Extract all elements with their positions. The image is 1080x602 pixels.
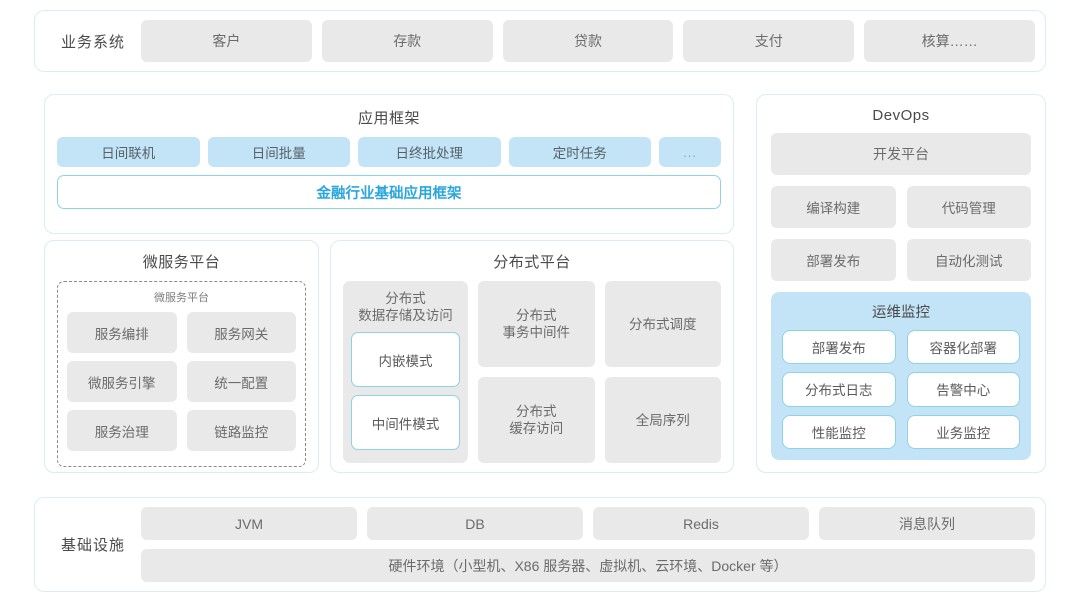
business-systems-chip-list: 客户 存款 贷款 支付 核算…… [141,20,1035,62]
business-systems-label: 业务系统 [60,33,125,51]
distributed-item-scheduling[interactable]: 分布式调度 [604,281,721,367]
ops-monitoring-item-grid: 部署发布 容器化部署 分布式日志 告警中心 性能监控 业务监控 [782,330,1020,449]
microservice-inner-title: 微服务平台 [154,292,209,304]
app-chip-daytime-online[interactable]: 日间联机 [57,137,200,167]
devops-item-deploy-release[interactable]: 部署发布 [771,239,896,281]
distributed-platform-title: 分布式平台 [493,254,571,271]
infrastructure-hardware-environment[interactable]: 硬件环境（小型机、X86 服务器、虚拟机、云环境、Docker 等） [141,549,1035,582]
app-chip-scheduled-task[interactable]: 定时任务 [508,137,651,167]
infrastructure-item-redis[interactable]: Redis [593,507,809,540]
devops-panel: DevOps 开发平台 编译构建 代码管理 部署发布 自动化测试 运维监控 部署… [756,94,1046,473]
app-chip-end-of-day-batch[interactable]: 日终批处理 [358,137,501,167]
ops-item-alert-center[interactable]: 告警中心 [906,372,1020,407]
business-system-deposit[interactable]: 存款 [321,20,493,62]
microservice-item-governance[interactable]: 服务治理 [67,410,177,451]
microservice-item-unified-config[interactable]: 统一配置 [186,361,296,402]
microservice-item-engine[interactable]: 微服务引擎 [67,361,177,402]
business-system-accounting[interactable]: 核算…… [864,20,1035,62]
infrastructure-chip-list: JVM DB Redis 消息队列 [141,507,1035,540]
storage-mode-middleware[interactable]: 中间件模式 [351,395,460,450]
business-system-customer[interactable]: 客户 [141,20,312,62]
infrastructure-item-db[interactable]: DB [367,507,583,540]
ops-item-deploy-release[interactable]: 部署发布 [782,330,896,365]
devops-item-code-management[interactable]: 代码管理 [906,186,1031,228]
app-chip-more-ellipsis[interactable]: ... [659,137,721,167]
storage-title-line2: 数据存储及访问 [358,308,453,323]
distributed-data-storage-title: 分布式 数据存储及访问 [351,290,460,324]
devops-dev-platform[interactable]: 开发平台 [771,133,1031,175]
application-framework-panel: 应用框架 日间联机 日间批量 日终批处理 定时任务 ... 金融行业基础应用框架 [44,94,734,234]
infrastructure-panel: 基础设施 JVM DB Redis 消息队列 硬件环境（小型机、X86 服务器、… [34,497,1046,592]
business-systems-panel: 业务系统 客户 存款 贷款 支付 核算…… [34,10,1046,72]
distributed-item-cache-access[interactable]: 分布式缓存访问 [478,377,595,463]
microservice-inner-dashed-box: 微服务平台 服务编排 服务网关 微服务引擎 统一配置 服务治理 链路监控 [57,281,306,467]
ops-item-business-monitor[interactable]: 业务监控 [906,414,1020,449]
microservice-item-trace-monitor[interactable]: 链路监控 [186,410,296,451]
application-framework-chip-row: 日间联机 日间批量 日终批处理 定时任务 ... [57,137,721,167]
ops-item-distributed-log[interactable]: 分布式日志 [782,372,896,407]
microservice-platform-title: 微服务平台 [142,254,221,271]
application-framework-title: 应用框架 [357,110,420,127]
infrastructure-content: JVM DB Redis 消息队列 硬件环境（小型机、X86 服务器、虚拟机、云… [141,507,1035,582]
ops-item-container-deploy[interactable]: 容器化部署 [906,330,1020,365]
infrastructure-label: 基础设施 [60,537,125,554]
microservice-item-orchestration[interactable]: 服务编排 [67,312,177,353]
devops-item-grid: 编译构建 代码管理 部署发布 自动化测试 [771,186,1031,281]
business-system-loan[interactable]: 贷款 [502,20,674,62]
infrastructure-item-message-queue[interactable]: 消息队列 [819,507,1035,540]
distributed-platform-panel: 分布式平台 分布式 数据存储及访问 内嵌模式 中间件模式 分布式事务中间件 分布… [330,240,734,473]
microservice-item-gateway[interactable]: 服务网关 [186,312,296,353]
devops-title: DevOps [872,107,930,124]
distributed-item-transaction-middleware[interactable]: 分布式事务中间件 [478,281,595,367]
microservice-platform-panel: 微服务平台 微服务平台 服务编排 服务网关 微服务引擎 统一配置 服务治理 链路… [44,240,319,473]
distributed-item-grid: 分布式事务中间件 分布式调度 分布式缓存访问 全局序列 [478,281,721,463]
ops-item-performance-monitor[interactable]: 性能监控 [782,414,896,449]
storage-title-line1: 分布式 [385,291,426,306]
storage-mode-embedded[interactable]: 内嵌模式 [351,332,460,387]
devops-item-compile-build[interactable]: 编译构建 [771,186,896,228]
devops-item-automated-test[interactable]: 自动化测试 [906,239,1031,281]
ops-monitoring-title: 运维监控 [872,305,930,321]
financial-base-framework-bar[interactable]: 金融行业基础应用框架 [57,175,721,209]
ops-monitoring-box: 运维监控 部署发布 容器化部署 分布式日志 告警中心 性能监控 业务监控 [771,292,1031,460]
distributed-item-global-sequence[interactable]: 全局序列 [604,377,721,463]
business-system-payment[interactable]: 支付 [683,20,855,62]
distributed-data-storage-box[interactable]: 分布式 数据存储及访问 内嵌模式 中间件模式 [343,281,468,463]
app-chip-daytime-batch[interactable]: 日间批量 [207,137,350,167]
infrastructure-item-jvm[interactable]: JVM [141,507,357,540]
distributed-platform-body: 分布式 数据存储及访问 内嵌模式 中间件模式 分布式事务中间件 分布式调度 分布… [343,281,721,463]
microservice-item-grid: 服务编排 服务网关 微服务引擎 统一配置 服务治理 链路监控 [67,312,296,451]
